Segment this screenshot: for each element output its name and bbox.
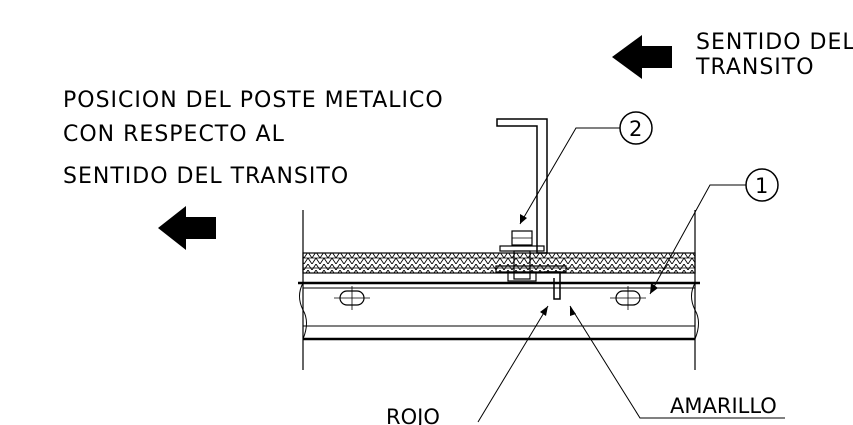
post-position-line-2: CON RESPECTO AL	[63, 122, 285, 147]
amarillo-leader	[569, 305, 785, 419]
reflective-band	[302, 252, 696, 274]
traffic-direction-line-2: TRANSITO	[695, 55, 815, 80]
beam-break-left	[299, 282, 307, 340]
callout-1-arrowhead	[650, 283, 658, 294]
amarillo-arrowhead	[570, 306, 576, 316]
traffic-direction-line-1: SENTIDO DEL	[696, 30, 853, 55]
bracket	[496, 118, 548, 254]
callout-2-leader	[519, 127, 620, 225]
slot-hole-right	[610, 286, 646, 310]
arrow-left-icon	[612, 35, 672, 79]
arrow-left-icon	[158, 206, 216, 250]
amarillo-label: AMARILLO	[670, 394, 777, 418]
post-position-line-1: POSICION DEL POSTE METALICO	[63, 88, 444, 113]
callout-1-leader	[649, 184, 746, 295]
callout-1-number: 1	[755, 174, 768, 198]
callout-2-number: 2	[629, 117, 642, 141]
beam-break-right	[691, 282, 699, 340]
rojo-label: ROJO	[386, 405, 440, 425]
rojo-leader	[477, 305, 549, 423]
post-position-line-3: SENTIDO DEL TRANSITO	[63, 164, 349, 189]
rojo-arrowhead	[540, 306, 548, 316]
slot-hole-left	[334, 286, 370, 310]
callout-2-arrowhead	[520, 214, 527, 224]
bolt-assembly	[495, 230, 567, 300]
